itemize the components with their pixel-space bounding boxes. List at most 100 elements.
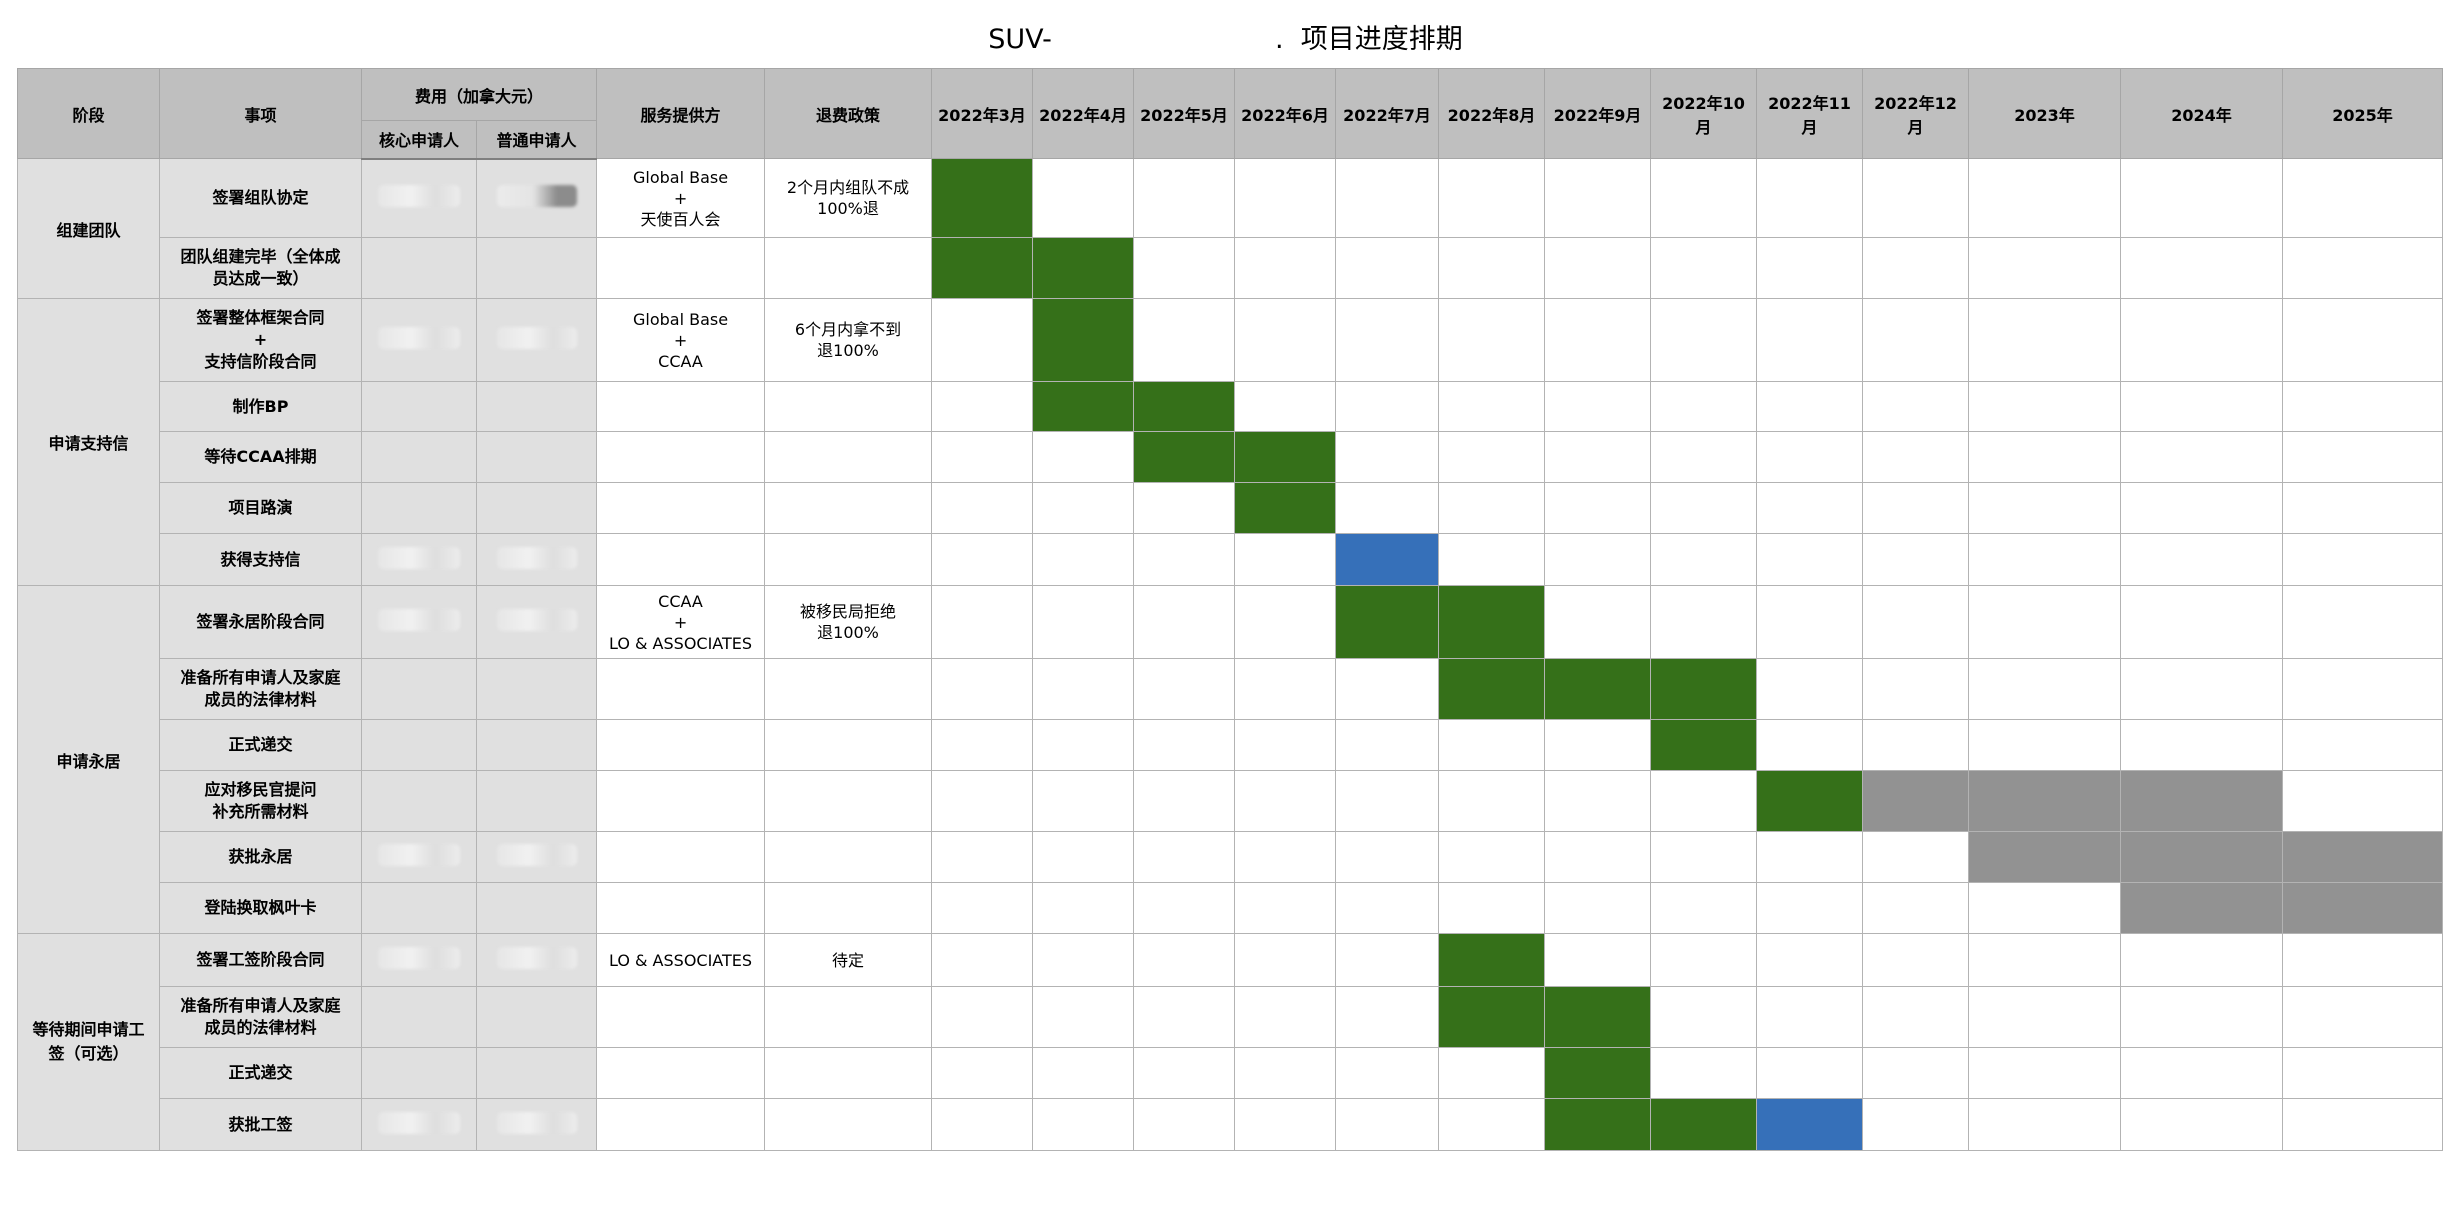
fee-core-cell [361,986,477,1048]
gantt-bar-done [1544,986,1652,1048]
gantt-cell [1862,431,1970,483]
fee-core-cell [361,431,477,483]
task-label: 应对移民官提问补充所需材料 [159,770,362,832]
gantt-cell [1335,1098,1440,1151]
text-line: 被移民局拒绝 [800,602,897,621]
gantt-cell [1968,933,2122,987]
gantt-cell [2120,933,2284,987]
provider-cell: LO & ASSOCIATES [596,933,766,987]
text-line: 待定 [832,950,865,970]
fee-core-cell [361,933,477,987]
gantt-cell [2120,298,2284,382]
gantt-cell [1234,237,1337,299]
gantt-cell [1862,381,1970,432]
task-label: 项目路演 [159,482,362,534]
gantt-cell [1544,831,1652,883]
gantt-cell [1335,158,1440,238]
gantt-cell [1133,658,1236,720]
task-label: 签署工签阶段合同 [159,933,362,987]
gantt-cell [1650,986,1758,1048]
gantt-cell [2120,719,2284,771]
gantt-bar-done [1335,585,1440,659]
gantt-cell [1968,882,2122,934]
gantt-cell [1756,298,1864,382]
provider-cell [596,1047,766,1099]
gantt-cell [1032,770,1135,832]
text-line: 正式递交 [228,735,293,754]
gantt-cell [1650,381,1758,432]
text-line: 成员的法律材料 [204,1018,317,1037]
gantt-bar-pending [2282,831,2444,883]
gantt-cell [1650,482,1758,534]
text-line: 签署工签阶段合同 [196,950,325,969]
gantt-bar-done [1650,658,1758,720]
gantt-cell [1133,882,1236,934]
gantt-cell [1544,585,1652,659]
gantt-cell [2120,986,2284,1048]
gantt-cell [1650,882,1758,934]
gantt-cell [1133,933,1236,987]
redacted-amount [378,609,460,631]
gantt-cell [1756,933,1864,987]
header-subrow: 核心申请人 普通申请人 [18,120,2443,160]
gantt-cell [1862,298,1970,382]
gantt-cell [1650,831,1758,883]
task-label: 制作BP [159,381,362,432]
gantt-cell [1650,1047,1758,1099]
gantt-cell [1544,237,1652,299]
stage-label: 组建团队 [17,158,160,299]
gantt-cell [1968,431,2122,483]
gantt-cell [1438,831,1546,883]
header-month: 2022年9月 [1544,68,1652,159]
gantt-cell [2282,986,2444,1048]
provider-cell [596,431,766,483]
gantt-cell [1862,1047,1970,1099]
gantt-cell [2282,482,2444,534]
gantt-cell [1032,1047,1135,1099]
gantt-cell [1438,237,1546,299]
gantt-cell [1862,1098,1970,1151]
redacted-amount [496,185,577,208]
fee-core-cell [361,831,477,883]
gantt-cell [1234,882,1337,934]
gantt-cell [1756,1047,1864,1099]
gantt-bar-done [931,237,1034,299]
gantt-cell [2282,770,2444,832]
gantt-cell [2282,585,2444,659]
header-stage: 阶段 [17,68,160,159]
gantt-bar-done [1438,585,1546,659]
fee-normal-cell [475,719,598,771]
gantt-cell [1650,933,1758,987]
gantt-cell [1650,237,1758,299]
gantt-cell [1756,658,1864,720]
provider-cell: CCAA+LO & ASSOCIATES [596,585,766,659]
provider-cell [596,719,766,771]
text-line: 团队组建完毕（全体成 [180,247,341,266]
provider-cell: Global Base+天使百人会 [596,158,766,238]
gantt-cell [1968,237,2122,299]
gantt-cell [1862,158,1970,238]
task-label: 准备所有申请人及家庭成员的法律材料 [159,986,362,1048]
gantt-cell [1234,986,1337,1048]
fee-normal-cell [475,585,598,659]
fee-core-cell [361,158,477,238]
gantt-cell [2120,381,2284,432]
refund-cell [764,719,933,771]
gantt-bar-done [1544,1098,1652,1151]
task-label: 等待CCAA排期 [159,431,362,483]
refund-cell: 待定 [764,933,933,987]
fee-normal-cell [475,381,598,432]
gantt-cell [1234,933,1337,987]
fee-normal-cell [475,770,598,832]
gantt-cell [931,298,1034,382]
text-line: 支持信阶段合同 [204,352,317,371]
text-line: 签（可选） [48,1044,129,1063]
gantt-cell [1756,882,1864,934]
table-row: 获得支持信 [18,533,2444,586]
gantt-cell [1968,1098,2122,1151]
gantt-cell [1862,482,1970,534]
fee-normal-cell [475,882,598,934]
gantt-bar-done [931,158,1034,238]
